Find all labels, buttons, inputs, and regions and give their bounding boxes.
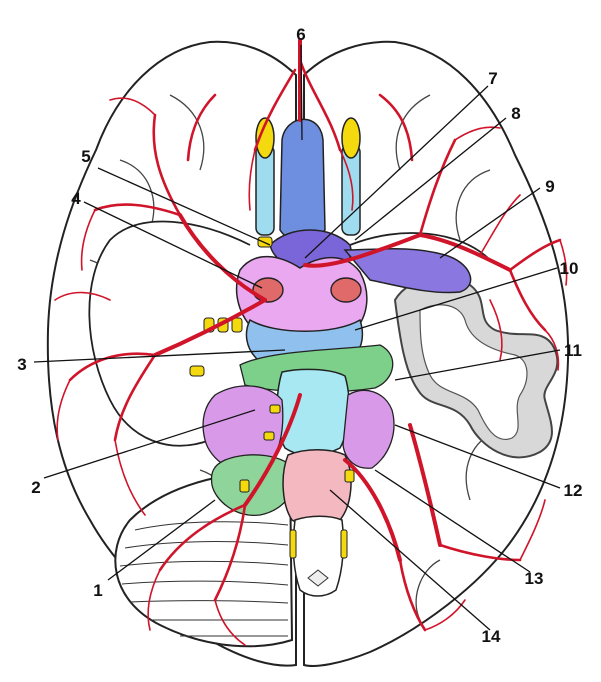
callout-5: 5 [81,147,90,166]
leader-14 [329,489,491,631]
callout-9: 9 [545,177,554,196]
leader-4 [83,201,263,289]
callout-12: 12 [564,481,583,500]
right-temporal-lobe [349,232,491,261]
callout-4: 4 [71,189,81,208]
leader-5 [97,167,271,246]
left-red-structure [252,277,284,303]
optic-tract-right [343,248,472,294]
callout-numbers: 1 2 3 4 5 6 7 8 9 10 11 12 13 14 [17,25,582,646]
cortex-cut-inner [419,304,528,441]
leader-11 [394,349,561,381]
leader-12 [394,424,561,489]
leader-1 [107,499,216,581]
callout-14: 14 [482,627,501,646]
callout-6: 6 [296,25,305,44]
leader-13 [374,469,531,573]
callout-3: 3 [17,355,26,374]
leader-9 [439,187,541,259]
leader-3 [33,349,286,363]
spinal-cord-butterfly [307,569,329,587]
right-olfactory-bulb [341,117,361,159]
leader-6 [300,44,303,141]
leader-2 [43,409,256,479]
olfactory-system [255,117,361,236]
callout-2: 2 [31,478,40,497]
leader-lines [33,44,561,631]
left-temporal-lobe [88,220,251,447]
pons [276,368,350,457]
leader-7 [304,85,489,259]
arteries [54,38,568,646]
callout-10: 10 [560,259,579,278]
callout-11: 11 [564,341,582,360]
temporal-lobes [88,220,491,447]
callout-7: 7 [488,69,497,88]
callout-1: 1 [93,581,102,600]
medulla [282,449,352,527]
callout-13: 13 [525,569,544,588]
leader-10 [354,267,558,331]
right-red-structure [330,277,362,303]
sulci [89,94,501,621]
leader-8 [354,117,507,241]
right-lateral-region [342,389,395,469]
left-olfactory-bulb [255,117,275,159]
spinal-cord [292,515,345,597]
flocculus-green [210,454,297,516]
callout-8: 8 [511,104,520,123]
